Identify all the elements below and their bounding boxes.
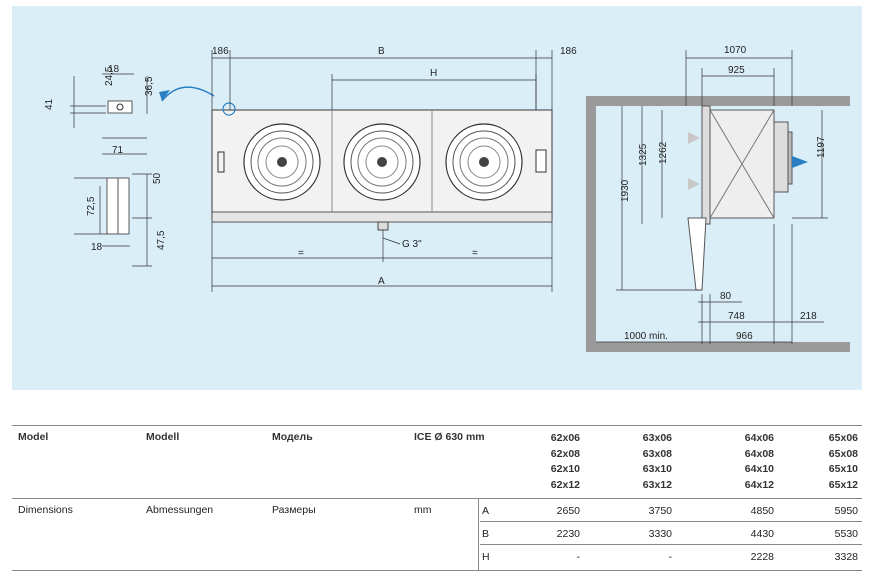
table-cell: 5530 [834, 528, 858, 540]
model-code: 64x10 [744, 463, 774, 475]
dim-1197: 1197 [816, 136, 827, 158]
model-column-4: 65x06 65x08 65x10 65x12 [798, 431, 858, 493]
dim-label: 24,5 [104, 66, 115, 86]
row-key: H [482, 551, 490, 563]
table-cell: - [668, 551, 673, 563]
dim-a: A [378, 276, 385, 287]
dim-label: 47,5 [156, 230, 167, 250]
model-code: 64x06 [744, 432, 774, 444]
model-code: 65x08 [828, 447, 858, 460]
dimensions-label-ru: Размеры [272, 504, 316, 516]
model-code: 63x08 [642, 447, 672, 460]
header-model-de: Modell [146, 431, 180, 443]
model-code: 64x12 [744, 478, 774, 491]
fan-2 [343, 123, 421, 201]
side-view: 1070 925 1930 1325 1262 1197 80 748 21 [586, 45, 850, 352]
dim-1262: 1262 [658, 141, 669, 164]
dimensions-label-de: Abmessungen [146, 504, 214, 516]
dim-label: 36,5 [144, 76, 155, 96]
row-key: B [482, 528, 490, 540]
dim-equal-right: = [472, 248, 478, 259]
dim-925: 925 [728, 65, 745, 76]
dim-equal-left: = [298, 248, 304, 259]
model-code: 62x06 [550, 432, 580, 444]
dim-label: 72,5 [86, 196, 97, 216]
dim-label: 18 [108, 64, 120, 75]
table-bottom-rule [12, 570, 862, 571]
table-cell: 4850 [750, 505, 774, 517]
model-code: 62x10 [550, 463, 580, 475]
model-code: 63x12 [642, 478, 672, 491]
dim-label: 71 [112, 145, 124, 156]
model-code: 63x10 [642, 463, 672, 475]
dim-1930: 1930 [620, 179, 631, 202]
model-code: 64x08 [744, 447, 774, 460]
row-rule [480, 521, 862, 522]
model-code: 63x06 [642, 432, 672, 444]
row-rule [480, 544, 862, 545]
dim-1000-min: 1000 min. [624, 331, 668, 342]
table-cell: 3750 [648, 505, 672, 517]
header-bottom-rule [12, 498, 862, 499]
dim-b: B [378, 46, 385, 57]
dim-80: 80 [720, 291, 732, 302]
table-top-rule [12, 425, 862, 426]
model-code: 65x10 [828, 463, 858, 475]
model-column-1: 62x06 62x08 62x10 62x12 [520, 431, 580, 493]
dim-186-right: 186 [560, 46, 577, 57]
row-key: A [482, 505, 490, 517]
end-view-detail: 24,5 18 36,5 41 71 50 72,5 18 47,5 [44, 64, 215, 267]
dim-1070: 1070 [724, 45, 747, 56]
table-cell: 3330 [648, 528, 672, 540]
model-code: 62x08 [550, 447, 580, 460]
dim-966: 966 [736, 331, 753, 342]
model-column-3: 64x06 64x08 64x10 64x12 [714, 431, 774, 493]
technical-drawing: 24,5 18 36,5 41 71 50 72,5 18 47,5 [12, 6, 862, 390]
table-cell: - [576, 551, 581, 563]
dimensions-label-en: Dimensions [18, 504, 73, 516]
dim-186-left: 186 [212, 46, 229, 57]
model-code: 65x06 [828, 432, 858, 444]
front-view: 186 B 186 H G 3" = = A [211, 46, 577, 292]
model-code: 62x12 [550, 478, 580, 491]
header-model-ru: Модель [272, 431, 313, 443]
dim-748: 748 [728, 311, 745, 322]
fan-3 [445, 123, 523, 201]
column-divider [478, 498, 479, 570]
fan-1 [243, 123, 321, 201]
dim-label: 50 [152, 172, 163, 184]
table-cell: 2228 [750, 551, 774, 563]
dim-218: 218 [800, 311, 817, 322]
dim-label: 41 [44, 98, 55, 110]
table-cell: 3328 [834, 551, 858, 563]
dimensions-unit: mm [414, 504, 432, 516]
header-fan: ICE Ø 630 mm [414, 431, 485, 443]
drawing-svg: 24,5 18 36,5 41 71 50 72,5 18 47,5 [44, 45, 850, 352]
dim-1325: 1325 [638, 143, 649, 166]
table-cell: 4430 [750, 528, 774, 540]
dim-h: H [430, 68, 437, 79]
table-cell: 5950 [834, 505, 858, 517]
table-cell: 2650 [556, 505, 580, 517]
dim-label: 18 [91, 242, 103, 253]
model-column-2: 63x06 63x08 63x10 63x12 [612, 431, 672, 493]
model-code: 65x12 [828, 478, 858, 491]
table-cell: 2230 [556, 528, 580, 540]
header-model-en: Model [18, 431, 49, 443]
dim-connection: G 3" [402, 239, 422, 250]
